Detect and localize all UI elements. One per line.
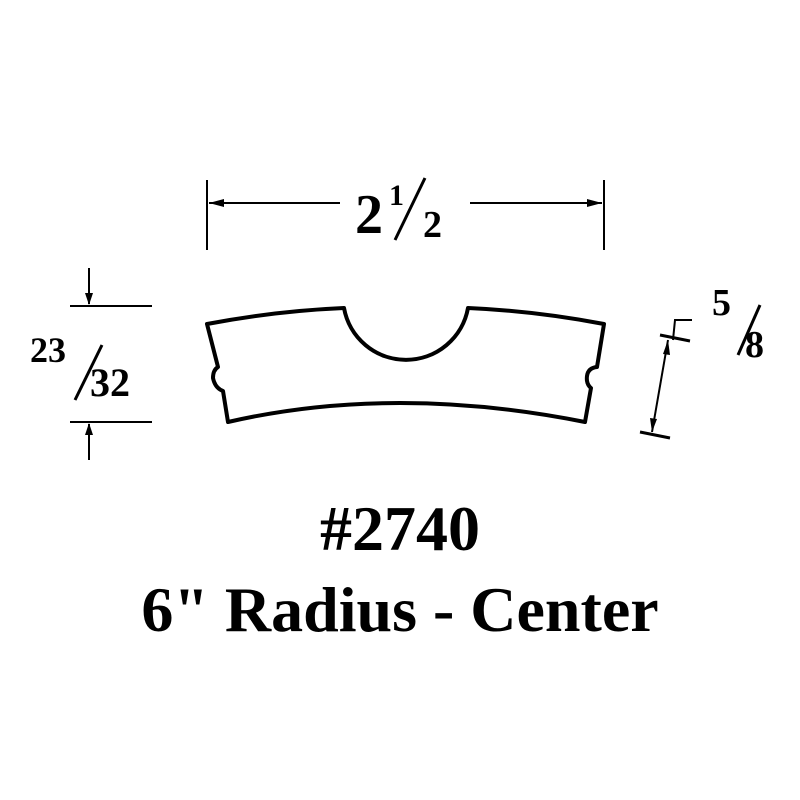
part-number: #2740 — [320, 493, 480, 564]
thickness-numerator: 5 — [712, 282, 731, 324]
height-denominator: 32 — [90, 360, 130, 405]
height-fraction-slash — [73, 344, 104, 401]
height-numerator: 23 — [30, 330, 66, 370]
part-description: 6" Radius - Center — [141, 574, 659, 645]
width-whole: 2 — [355, 184, 383, 246]
width-numerator: 1 — [389, 179, 404, 212]
width-dimension — [206, 180, 605, 250]
height-dimension — [70, 268, 152, 460]
thickness-fraction-slash — [736, 304, 762, 356]
thickness-denominator: 8 — [745, 324, 764, 366]
width-denominator: 2 — [423, 204, 442, 246]
molding-profile — [205, 306, 606, 424]
width-fraction-slash — [393, 177, 427, 241]
thickness-dimension — [639, 319, 692, 440]
